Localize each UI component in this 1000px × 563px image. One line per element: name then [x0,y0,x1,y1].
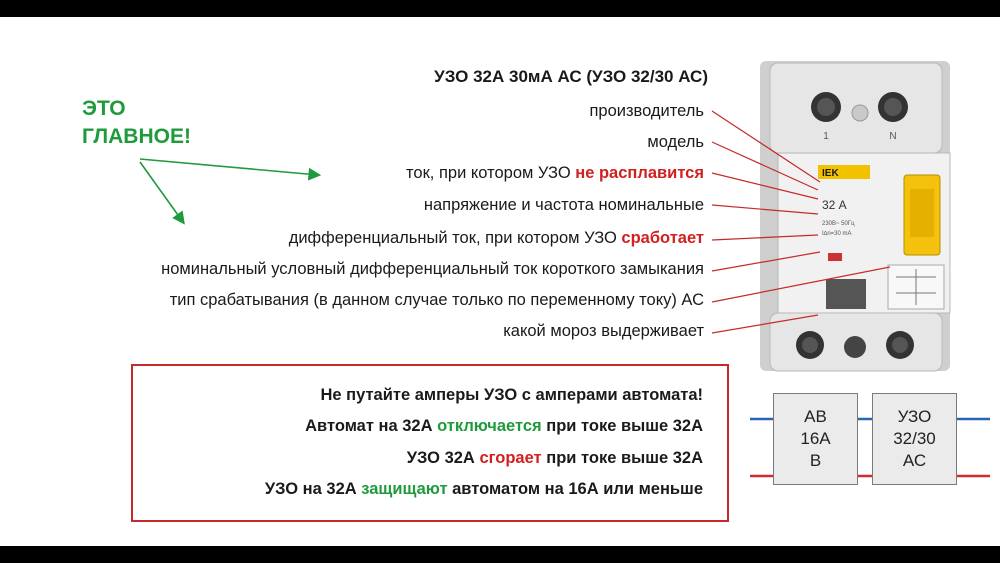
breaker-line1: АВ [804,407,827,426]
terminal-n-label: N [889,131,896,142]
label-rated-current-text: ток, при котором УЗО [406,164,576,182]
warning-box: Не путайте амперы УЗО с амперами автомат… [131,364,729,522]
breaker-line2: 16А [800,429,831,448]
label-voltage-frequency: напряжение и частота номинальные [423,196,704,214]
warning-line-2-c: при токе выше 32А [541,417,703,435]
device-small-text2: I∆n=30 mA [822,230,852,237]
rcd-box-line3: АС [902,451,927,470]
infographic-canvas: УЗО 32А 30мА АС (УЗО 32/30 АС) производи… [0,17,1000,546]
rcd-box-line1: УЗО [897,407,932,426]
label-rated-current: ток, при котором УЗО не расплавится [406,163,704,183]
brand-label: IEK [822,168,839,179]
label-diff-current-highlight: сработает [621,229,704,247]
main-note-line1: ЭТО [82,97,126,120]
warning-line-2-b: отключается [437,417,542,435]
warning-line-4-b: защищают [361,480,448,498]
warning-line-2: Автомат на 32А отключается при токе выше… [305,417,703,436]
label-model: модель [647,133,704,151]
leader-lines [711,110,891,334]
warning-line-1: Не путайте амперы УЗО с амперами автомат… [320,386,703,404]
label-diff-current: дифференциальный ток, при котором УЗО ср… [289,228,704,248]
warning-line-4-a: УЗО на 32А [264,480,362,498]
warning-line-3-c: при токе выше 32А [541,449,703,467]
main-note-line2: ГЛАВНОЕ! [82,125,191,148]
label-diff-current-text: дифференциальный ток, при котором УЗО [288,229,622,247]
label-manufacturer: производитель [589,102,704,120]
warning-line-3-a: УЗО 32А [406,449,480,467]
rcd-device: 1 N IEK 32 А 230В~ 50Гц I∆n=30 mA [760,61,951,372]
label-trip-type: тип срабатывания (в данном случае только… [169,291,704,309]
breaker-line3: В [809,451,822,470]
warning-line-3-b: сгорает [479,449,542,467]
warning-line-3: УЗО 32А сгорает при токе выше 32А [407,449,703,468]
rcd-box-line2: 32/30 [893,429,936,448]
terminal-1-label: 1 [823,131,829,142]
green-arrows [139,158,322,225]
page-title: УЗО 32А 30мА АС (УЗО 32/30 АС) [434,67,708,86]
warning-line-4-c: автоматом на 16А или меньше [447,480,703,498]
warning-line-2-a: Автомат на 32А [305,417,438,435]
device-small-text: 230В~ 50Гц [822,221,855,227]
breaker-box: АВ 16А В [773,393,858,485]
label-frost: какой мороз выдерживает [503,322,704,340]
arrow-to-diff [139,161,185,225]
rating-label: 32 А [822,198,847,212]
warning-line-4: УЗО на 32А защищают автоматом на 16А или… [265,480,703,499]
label-short-circuit: номинальный условный дифференциальный то… [161,260,704,278]
label-rated-current-highlight: не расплавится [575,164,704,182]
rcd-box: УЗО 32/30 АС [872,393,957,485]
arrow-to-current [139,158,322,181]
main-note: ЭТО ГЛАВНОЕ! [82,95,191,151]
